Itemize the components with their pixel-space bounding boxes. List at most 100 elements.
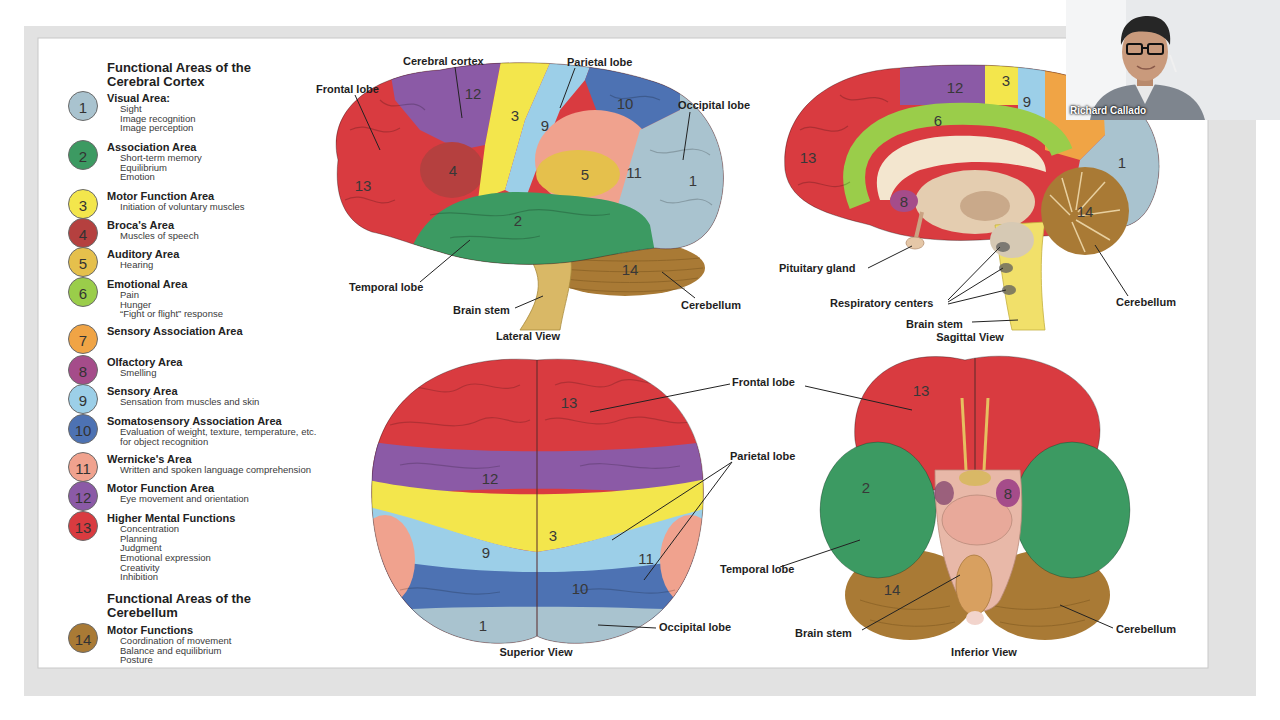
legend-heading: Functional Areas of the Cerebellum (107, 592, 257, 620)
part-label: Frontal lobe (732, 376, 795, 388)
legend-description: Concentration (120, 524, 325, 534)
view-title: Superior View (499, 646, 572, 658)
callout-number: 1 (79, 99, 87, 116)
callout-number: 7 (79, 332, 87, 349)
part-label: Brain stem (906, 318, 963, 330)
legend-title: Motor Function Area (107, 482, 214, 494)
region-number: 3 (511, 107, 519, 124)
legend-description: Image perception (120, 123, 325, 133)
callout-number: 6 (79, 285, 87, 302)
legend-description: Eye movement and orientation (120, 494, 325, 504)
region-number: 12 (465, 85, 482, 102)
legend-title: Motor Functions (107, 624, 193, 636)
lateral-view (320, 40, 760, 330)
brain-stem-shape (520, 255, 571, 330)
callout-number: 2 (79, 148, 87, 165)
superior-view (340, 340, 730, 670)
region-number: 1 (689, 172, 697, 189)
legend-description: Posture (120, 655, 325, 665)
region-number: 13 (800, 149, 817, 166)
part-label: Frontal lobe (316, 83, 379, 95)
leader-lines (355, 67, 1128, 630)
legend-title: Sensory Area (107, 385, 178, 397)
callout-number: 12 (75, 489, 92, 506)
callout-number: 5 (79, 255, 87, 272)
callout-number: 4 (79, 226, 87, 243)
callout-number: 13 (75, 519, 92, 536)
legend-description: Emotion (120, 172, 325, 182)
region-number: 4 (449, 162, 457, 179)
callout-number: 10 (75, 422, 92, 439)
legend-description: Sight (120, 104, 325, 114)
region-number: 14 (622, 261, 639, 278)
region-number: 14 (1077, 203, 1094, 220)
legend-description: Initiation of voluntary muscles (120, 202, 325, 212)
legend-description: Smelling (120, 368, 325, 378)
region-number: 2 (862, 479, 870, 496)
legend-description: Written and spoken language comprehensio… (120, 465, 325, 475)
legend-title: Sensory Association Area (107, 325, 243, 337)
slide-frame (24, 26, 1256, 696)
legend-title: Broca's Area (107, 219, 174, 231)
legend-title: Visual Area: (107, 92, 170, 104)
region-number: 5 (581, 166, 589, 183)
part-label: Cerebellum (1116, 623, 1176, 635)
legend-title: Higher Mental Functions (107, 512, 235, 524)
callout-number: 3 (79, 197, 87, 214)
region-number: 12 (947, 79, 964, 96)
inferior-view (820, 356, 1130, 640)
region-number: 9 (541, 117, 549, 134)
legend-description: Sensation from muscles and skin (120, 397, 325, 407)
legend-description: Pain (120, 290, 325, 300)
region-number: 13 (355, 177, 372, 194)
part-label: Temporal lobe (720, 563, 794, 575)
legend-description: Hearing (120, 260, 325, 270)
region-number: 8 (1004, 485, 1012, 502)
region-number: 10 (572, 580, 589, 597)
presenter-name: Richard Callado (1070, 105, 1146, 116)
legend-description: Coordination of movement (120, 636, 325, 646)
legend-title: Emotional Area (107, 278, 187, 290)
region-number: 6 (934, 112, 942, 129)
part-label: Pituitary gland (779, 262, 855, 274)
part-label: Occipital lobe (678, 99, 750, 111)
region-number: 8 (900, 193, 908, 210)
part-label: Parietal lobe (730, 450, 795, 462)
part-label: Cerebellum (1116, 296, 1176, 308)
region-number: 9 (482, 544, 490, 561)
legend-title: Association Area (107, 141, 196, 153)
region-number: 14 (884, 581, 901, 598)
region-number: 11 (638, 550, 654, 567)
part-label: Parietal lobe (567, 56, 632, 68)
webcam-overlay (1066, 0, 1280, 120)
region-number: 1 (479, 617, 487, 634)
region-number: 13 (561, 394, 578, 411)
legend-description: Short-term memory (120, 153, 325, 163)
slide-page (38, 38, 1208, 668)
view-title: Lateral View (496, 330, 560, 342)
callout-number: 9 (79, 392, 87, 409)
part-label: Brain stem (795, 627, 852, 639)
part-label: Brain stem (453, 304, 510, 316)
region-number: 12 (482, 470, 499, 487)
legend-description: Muscles of speech (120, 231, 325, 241)
region-number: 1 (1118, 154, 1126, 171)
cerebellum-shape (1041, 167, 1129, 255)
legend-title: Olfactory Area (107, 356, 182, 368)
region-number: 13 (913, 382, 930, 399)
legend-heading: Functional Areas of the Cerebral Cortex (107, 61, 257, 89)
legend-description: Evaluation of weight, texture, temperatu… (120, 427, 325, 446)
region-number: 2 (514, 212, 522, 229)
region-number: 9 (1023, 93, 1031, 110)
region-number: 11 (626, 164, 642, 181)
callout-number: 14 (75, 631, 92, 648)
region-number: 3 (549, 527, 557, 544)
view-title: Sagittal View (936, 331, 1004, 343)
legend-title: Somatosensory Association Area (107, 415, 282, 427)
part-label: Temporal lobe (349, 281, 423, 293)
part-label: Cerebral cortex (403, 55, 484, 67)
legend-title: Wernicke's Area (107, 453, 192, 465)
legend-title: Auditory Area (107, 248, 179, 260)
